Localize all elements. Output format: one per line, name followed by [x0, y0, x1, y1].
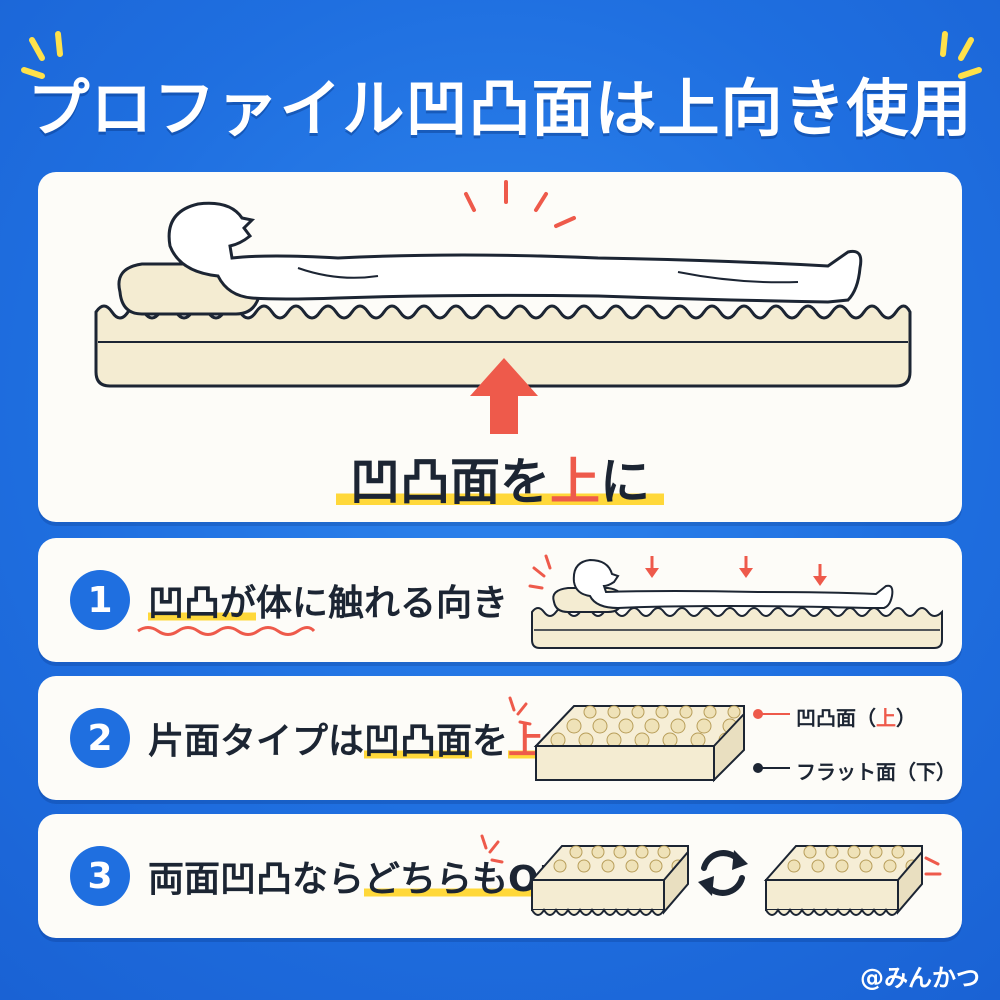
- tip-highlight-1: 凹凸が: [148, 583, 257, 624]
- legend-bottom: フラット面（下）: [796, 756, 956, 785]
- tip-mid-2: を: [472, 721, 509, 762]
- arrow-up-icon: [470, 358, 538, 434]
- tip-pre-2: 片面タイプは: [148, 721, 365, 762]
- legend-top-paren-close: ）: [896, 706, 916, 730]
- mattress-illustration: [94, 180, 912, 434]
- author-handle: @みんかつ: [860, 964, 980, 992]
- legend-bottom-label: フラット面: [796, 760, 896, 784]
- sparkle-icon: [508, 696, 532, 726]
- tip-card-3: 3 両面凹凸ならどちらもOK: [38, 814, 962, 938]
- sparkle-icon: [21, 31, 63, 79]
- double-foam-block-right: [763, 845, 923, 916]
- tip-rest-1: 体に触れる向き: [256, 583, 509, 624]
- tip-number-3: 3: [70, 846, 130, 906]
- legend-bottom-paren-open: （: [896, 760, 916, 784]
- legend-markers: [753, 709, 790, 773]
- legend-bottom-value: 下: [916, 760, 936, 784]
- hero-card: 凹凸面を上に: [38, 172, 962, 522]
- sparkle-icon: [464, 180, 576, 228]
- hero-caption: 凹凸面を上に: [38, 442, 962, 514]
- tip-text-2: 片面タイプは凹凸面を上: [148, 712, 545, 764]
- legend-top-label: 凹凸面: [796, 706, 856, 730]
- mini-mattress-illustration: [528, 554, 943, 649]
- legend-bottom-paren-close: ）: [936, 760, 956, 784]
- legend-top-value: 上: [876, 706, 896, 730]
- legend-top-paren-open: （: [856, 706, 876, 730]
- sparkle-icon: [528, 554, 552, 590]
- tip-number-2: 2: [70, 708, 130, 768]
- tip-card-2: 2 片面タイプは凹凸面を上 凹凸面（上） フラット面（下）: [38, 676, 962, 800]
- page-title: プロファイル凹凸面は上向き使用: [27, 72, 973, 145]
- tip-number-1: 1: [70, 570, 130, 630]
- tip-pre-3: 両面凹凸なら: [148, 859, 365, 900]
- foam-block-illustration: [533, 705, 745, 783]
- hero-caption-emph: 上: [550, 453, 600, 511]
- wavy-underline: [137, 626, 316, 636]
- rotate-icon: [698, 850, 748, 896]
- double-foam-block-left: [529, 845, 689, 916]
- legend-top: 凹凸面（上）: [796, 702, 916, 731]
- hero-caption-pre: 凹凸面を: [350, 453, 550, 511]
- hero-caption-post: に: [600, 453, 650, 511]
- tip-card-1: 1 凹凸が体に触れる向き: [38, 538, 962, 662]
- sparkle-icon: [924, 856, 942, 876]
- tip-highlight-2: 凹凸面: [364, 721, 473, 762]
- tip-text-1: 凹凸が体に触れる向き: [148, 574, 508, 626]
- sparkle-icon: [480, 834, 504, 864]
- arrow-down-icon: [645, 556, 827, 586]
- sparkle-icon: [940, 31, 982, 79]
